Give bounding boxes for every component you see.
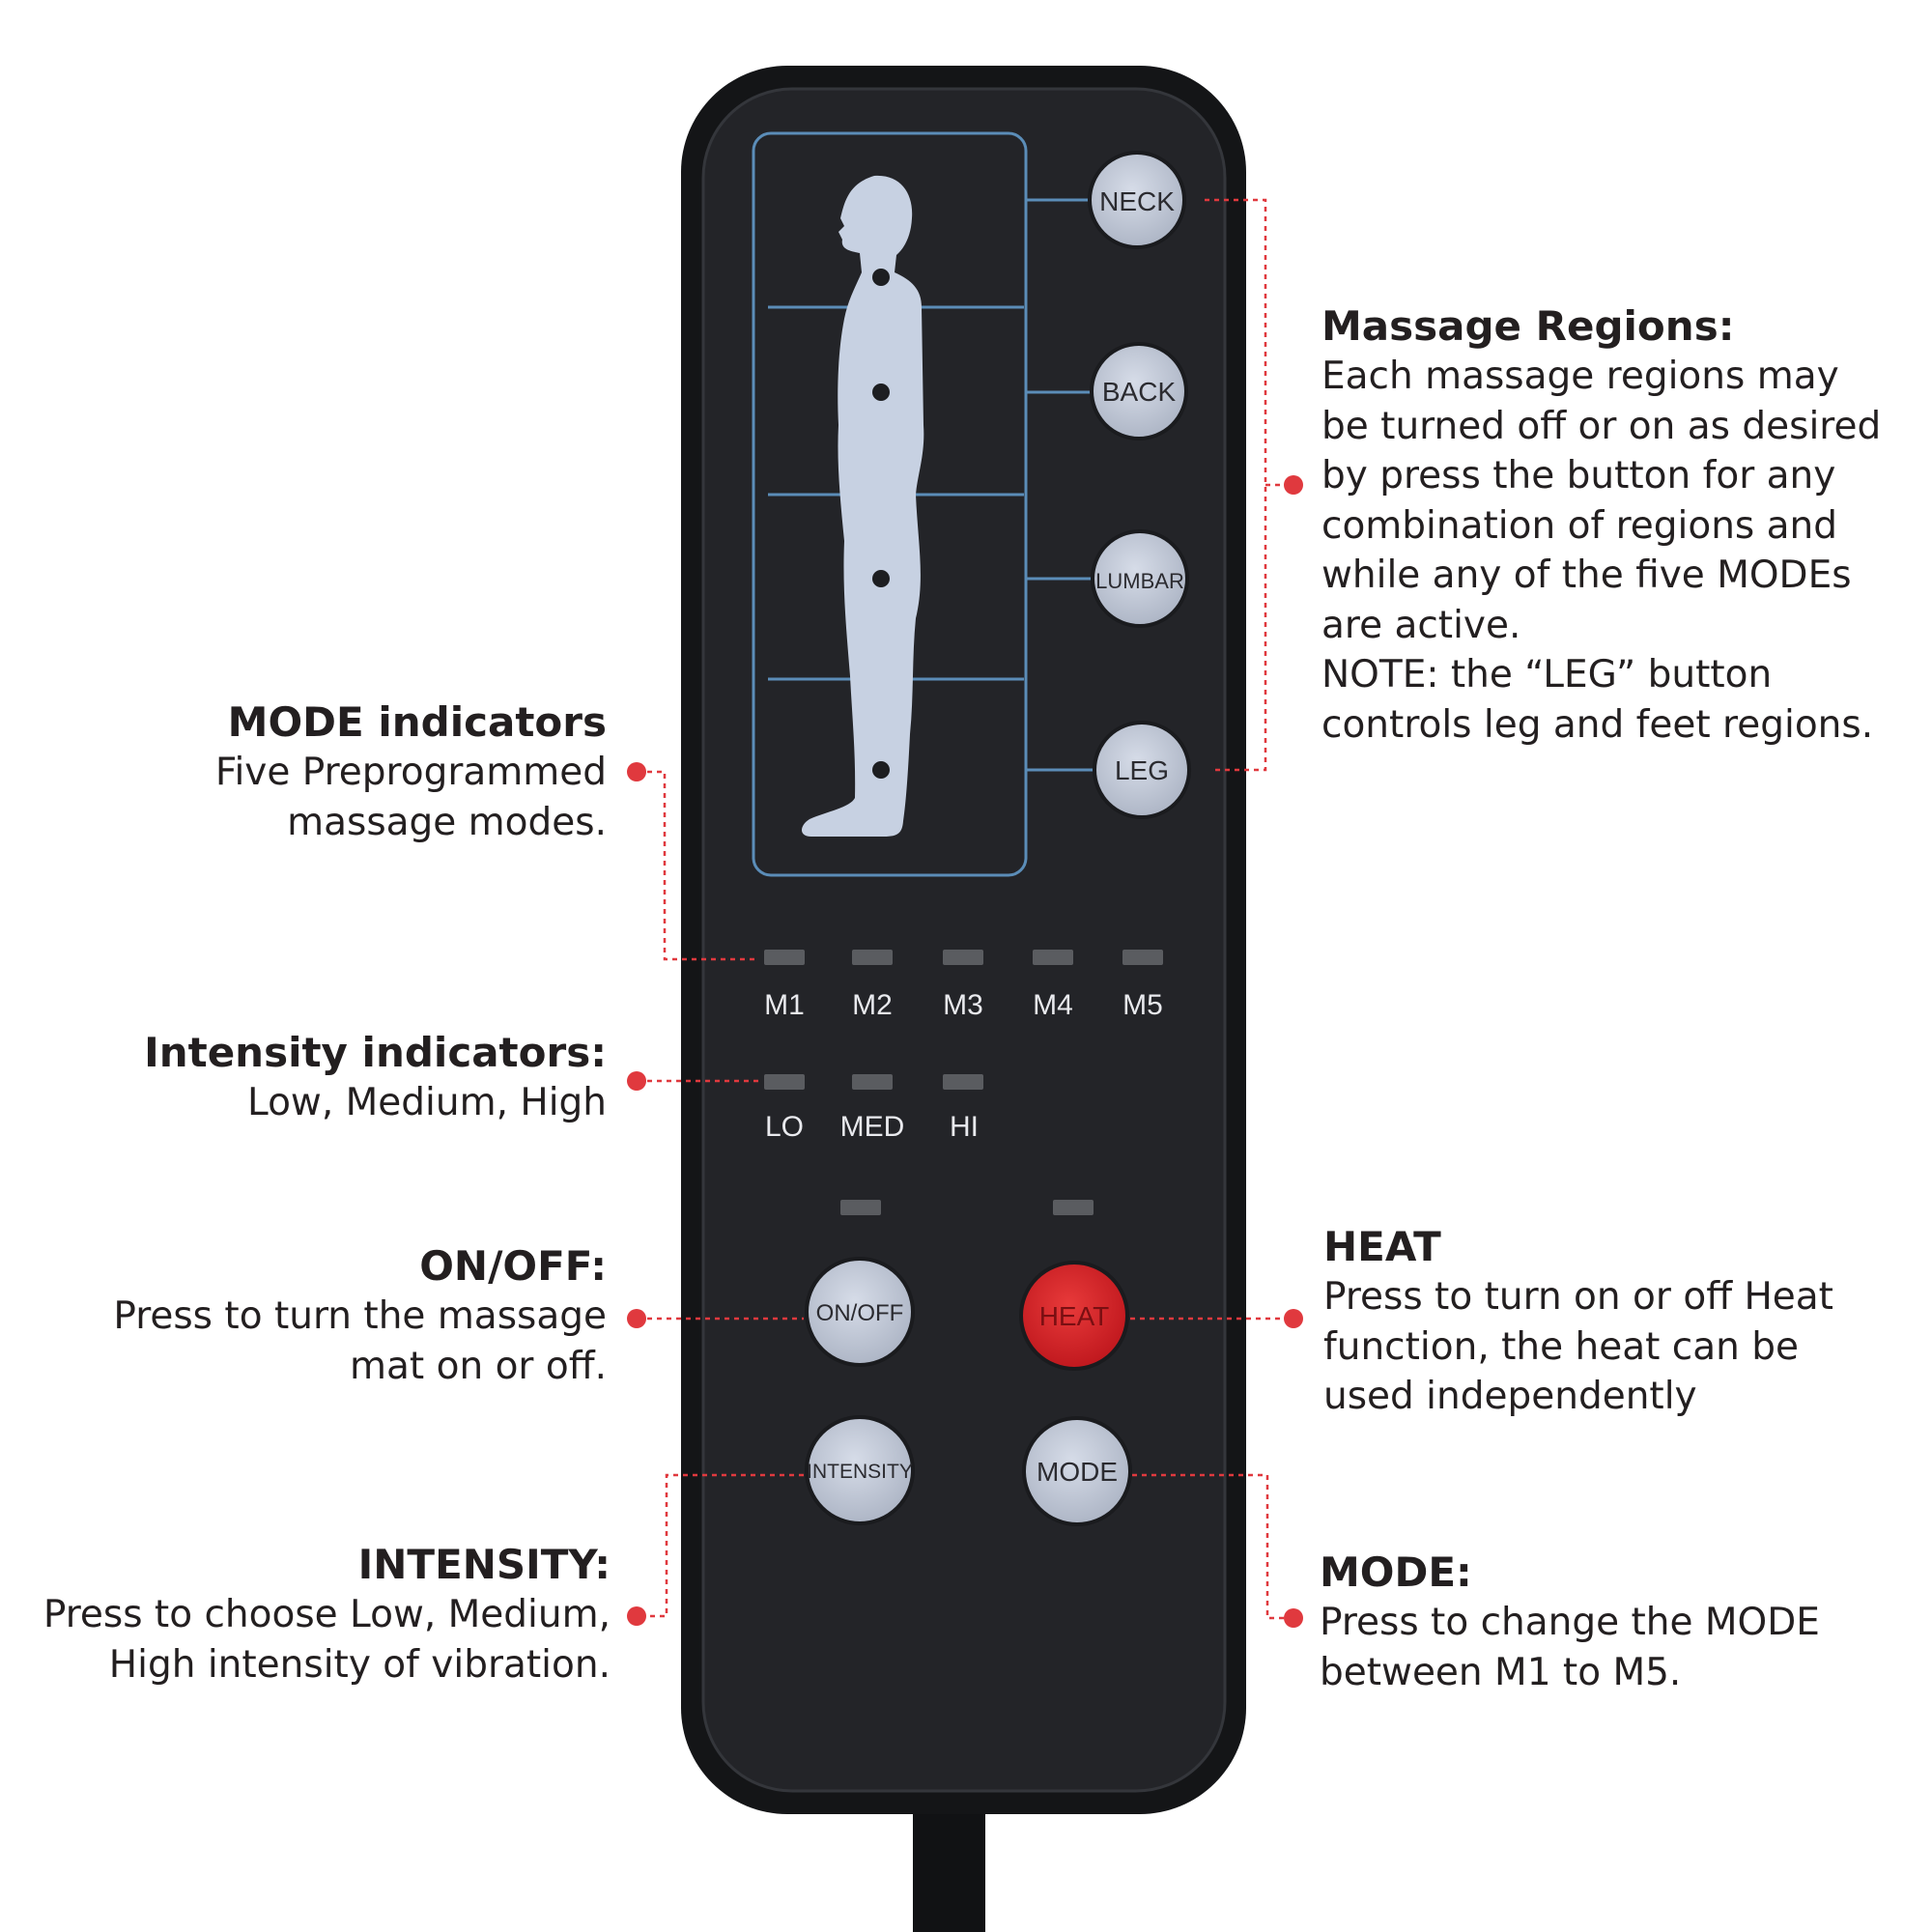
- mode-indicators-title: MODE indicators: [227, 698, 607, 746]
- heat-button-label: HEAT: [1039, 1301, 1110, 1331]
- mode-text: Press to change the MODE between M1 to M…: [1320, 1598, 1820, 1697]
- intensity-title: INTENSITY:: [357, 1541, 611, 1588]
- mode-indicators-annotation: MODE indicators Five Preprogrammed massa…: [215, 697, 607, 847]
- intensity-indicators-annotation: Intensity indicators: Low, Medium, High: [144, 1028, 607, 1128]
- heat-title: HEAT: [1323, 1223, 1441, 1270]
- back-button-label: BACK: [1102, 377, 1177, 407]
- on-off-annotation: ON/OFF: Press to turn the massage mat on…: [113, 1241, 607, 1391]
- human-figure-icon: [802, 175, 924, 838]
- heat-line: function, the heat can be: [1323, 1324, 1800, 1369]
- mode-indicators-line: massage modes.: [287, 800, 607, 844]
- intensity-indicator-leds: [764, 1074, 983, 1090]
- massage-regions-line: be turned off or on as desired: [1321, 404, 1882, 448]
- back-button[interactable]: BACK: [1090, 342, 1188, 440]
- lumbar-button[interactable]: LUMBAR: [1091, 529, 1189, 628]
- on-off-line: mat on or off.: [350, 1344, 607, 1388]
- mode-label-m1: M1: [764, 989, 805, 1021]
- mode-indicators-text: Five Preprogrammed massage modes.: [215, 748, 607, 847]
- on-off-button-label: ON/OFF: [816, 1300, 904, 1326]
- on-off-text: Press to turn the massage mat on or off.: [113, 1292, 607, 1391]
- mode-line: between M1 to M5.: [1320, 1650, 1682, 1694]
- massage-regions-text: Each massage regions may be turned off o…: [1321, 352, 1881, 750]
- on-off-button[interactable]: ON/OFF: [805, 1257, 915, 1367]
- body-region-panel: [752, 131, 1097, 877]
- mode-indicator-leds: [764, 950, 1163, 965]
- leg-button-label: LEG: [1115, 755, 1169, 785]
- heat-annotation: HEAT Press to turn on or off Heat functi…: [1323, 1222, 1833, 1422]
- intensity-label-hi: HI: [950, 1111, 979, 1143]
- intensity-labels: LO MED HI: [765, 1111, 979, 1143]
- mode-label-m5: M5: [1122, 989, 1163, 1021]
- massage-regions-line: NOTE: the “LEG” button: [1321, 653, 1773, 696]
- heat-line: Press to turn on or off Heat: [1323, 1275, 1833, 1319]
- neck-button-label: NECK: [1099, 186, 1175, 216]
- intensity-line: Press to choose Low, Medium,: [43, 1593, 611, 1636]
- mode-label-m4: M4: [1033, 989, 1073, 1021]
- callout-lines: [638, 198, 1293, 1620]
- massage-regions-line: by press the button for any: [1321, 454, 1836, 497]
- heat-button[interactable]: HEAT: [1019, 1261, 1129, 1371]
- intensity-label-med: MED: [840, 1111, 905, 1143]
- massage-regions-title: Massage Regions:: [1321, 302, 1735, 350]
- mode-line: Press to change the MODE: [1320, 1601, 1820, 1644]
- mode-label-m3: M3: [943, 989, 983, 1021]
- intensity-indicators-text: Low, Medium, High: [144, 1078, 607, 1128]
- mode-labels: M1 M2 M3 M4 M5: [764, 989, 1163, 1021]
- massage-regions-line: Each massage regions may: [1321, 355, 1839, 398]
- intensity-line: High intensity of vibration.: [108, 1642, 611, 1687]
- heat-text: Press to turn on or off Heat function, t…: [1323, 1272, 1833, 1422]
- mode-annotation: MODE: Press to change the MODE between M…: [1320, 1548, 1820, 1697]
- leg-button[interactable]: LEG: [1093, 721, 1191, 819]
- massage-regions-line: are active.: [1321, 603, 1521, 647]
- region-points: [872, 269, 890, 779]
- mode-button-label: MODE: [1037, 1457, 1118, 1487]
- on-off-line: Press to turn the massage: [113, 1294, 607, 1338]
- intensity-indicators-title: Intensity indicators:: [144, 1029, 607, 1076]
- neck-button[interactable]: NECK: [1088, 151, 1186, 249]
- mode-title: MODE:: [1320, 1548, 1472, 1596]
- intensity-annotation: INTENSITY: Press to choose Low, Medium, …: [43, 1540, 611, 1690]
- mode-indicators-line: Five Preprogrammed: [214, 751, 607, 794]
- massage-regions-line: controls leg and feet regions.: [1321, 702, 1874, 747]
- lumbar-button-label: LUMBAR: [1095, 569, 1184, 593]
- mode-button[interactable]: MODE: [1022, 1416, 1132, 1526]
- status-leds: [840, 1200, 1094, 1215]
- massage-regions-annotation: Massage Regions: Each massage regions ma…: [1321, 301, 1881, 750]
- massage-regions-line: while any of the five MODEs: [1321, 554, 1852, 597]
- callout-dots: [627, 475, 1303, 1628]
- massage-regions-line: combination of regions and: [1321, 503, 1838, 548]
- on-off-title: ON/OFF:: [419, 1242, 607, 1290]
- intensity-button-label: INTENSITY: [807, 1461, 913, 1483]
- heat-line: used independently: [1323, 1375, 1697, 1418]
- power-cable: [913, 1792, 985, 1932]
- intensity-button[interactable]: INTENSITY: [805, 1415, 915, 1525]
- intensity-label-lo: LO: [765, 1111, 804, 1143]
- intensity-text: Press to choose Low, Medium, High intens…: [43, 1590, 611, 1690]
- intensity-indicators-line: Low, Medium, High: [247, 1081, 607, 1124]
- mode-label-m2: M2: [852, 989, 893, 1021]
